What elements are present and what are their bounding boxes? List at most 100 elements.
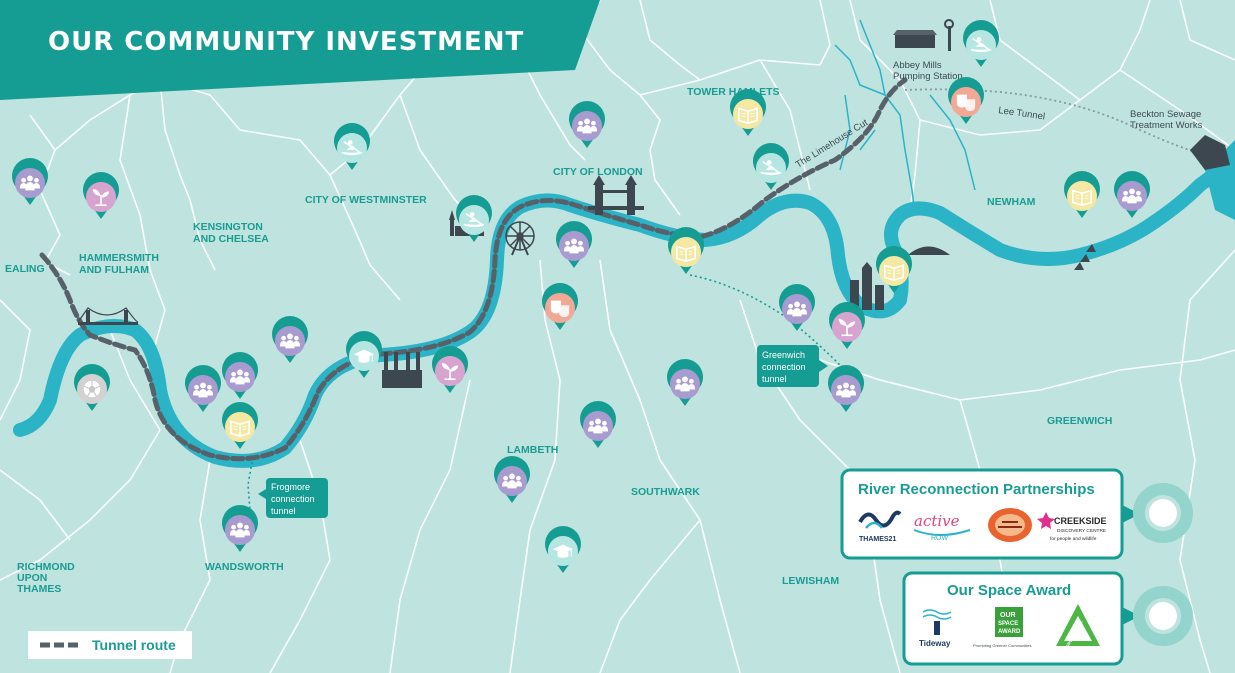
- map-pin[interactable]: [432, 346, 468, 393]
- map-pin[interactable]: [829, 302, 865, 349]
- svg-text:connection: connection: [762, 362, 806, 372]
- map-pin[interactable]: [876, 246, 912, 293]
- lee-tunnel-route: [904, 88, 1206, 156]
- map-pin[interactable]: [730, 89, 766, 136]
- map-pin[interactable]: [346, 331, 382, 378]
- active-row-logo: active ROW: [913, 512, 971, 542]
- borough-hammersmith-line1: HAMMERSMITH: [79, 252, 159, 264]
- creekside-logo: CREEKSIDE DISCOVERY CENTRE for people an…: [1037, 512, 1107, 542]
- borough-tower-hamlets: TOWER HAMLETS: [687, 86, 780, 98]
- borough-hammersmith-line2: AND FULHAM: [79, 264, 149, 276]
- borough-newham: NEWHAM: [987, 196, 1036, 208]
- river-lee: [834, 19, 976, 216]
- borough-westminster: CITY OF WESTMINSTER: [305, 194, 427, 206]
- map-pin[interactable]: [828, 365, 864, 412]
- svg-text:Greenwich: Greenwich: [762, 350, 805, 360]
- frogmore-connection-callout: Frogmore connection tunnel: [258, 478, 328, 518]
- thames-barrier-icon: [1074, 244, 1096, 270]
- svg-text:AWARD: AWARD: [998, 629, 1021, 635]
- map-pin[interactable]: [456, 195, 492, 242]
- map-pin[interactable]: [556, 221, 592, 268]
- river-reconnection-panel: River Reconnection Partnerships THAMES21…: [840, 468, 1193, 560]
- map-pin[interactable]: [948, 77, 984, 124]
- beckton-works-icon: [1190, 135, 1230, 170]
- svg-text:active: active: [914, 512, 960, 530]
- map-pin[interactable]: [222, 505, 258, 552]
- map-pin[interactable]: [963, 20, 999, 67]
- svg-text:Promoting Greener Communities: Promoting Greener Communities: [973, 643, 1031, 648]
- frogmore-connection-tunnel-line: [247, 461, 253, 511]
- svg-text:Tideway: Tideway: [919, 639, 951, 648]
- abbey-mills-line2: Pumping Station: [893, 71, 963, 82]
- greenwich-connection-callout: Greenwich connection tunnel: [757, 345, 828, 387]
- our-space-award-panel: Our Space Award Tideway OUR SPACE AWARD …: [902, 571, 1193, 666]
- map-pin[interactable]: [74, 364, 110, 411]
- legend: Tunnel route: [28, 631, 192, 659]
- thames21-logo: THAMES21: [858, 510, 902, 543]
- map-pin[interactable]: [494, 456, 530, 503]
- svg-text:SPACE: SPACE: [998, 621, 1018, 627]
- football-icon: [83, 380, 101, 398]
- map-pin[interactable]: [12, 158, 48, 205]
- borough-city-of-london: CITY OF LONDON: [553, 166, 643, 178]
- tunnel-route: [39, 77, 908, 462]
- borough-lambeth: LAMBETH: [507, 444, 558, 456]
- beckton-line2: Treatment Works: [1130, 120, 1203, 131]
- svg-text:connection: connection: [271, 494, 315, 504]
- tower-bridge-icon: [588, 175, 644, 215]
- legend-tunnel-route: Tunnel route: [92, 637, 176, 653]
- canary-wharf-icon: [850, 262, 884, 310]
- borough-labels: EALING HAMMERSMITH AND FULHAM KENSINGTON…: [5, 86, 1112, 595]
- svg-text:for people and wildlife: for people and wildlife: [1050, 536, 1097, 542]
- borough-richmond-line3: THAMES: [17, 583, 61, 595]
- borough-greenwich: GREENWICH: [1047, 415, 1112, 427]
- map-pin[interactable]: [1114, 171, 1150, 218]
- map-pin[interactable]: [222, 402, 258, 449]
- svg-text:OUR: OUR: [1000, 612, 1016, 619]
- page-title: OUR COMMUNITY INVESTMENT: [48, 27, 524, 57]
- borough-richmond-line2: UPON: [17, 572, 47, 584]
- svg-text:ROW: ROW: [931, 535, 949, 542]
- borough-kensington-line2: AND CHELSEA: [193, 233, 269, 245]
- space-panel-title: Our Space Award: [947, 582, 1071, 599]
- map-pin[interactable]: [580, 401, 616, 448]
- o2-arena-icon: [908, 246, 950, 255]
- borough-ealing: EALING: [5, 263, 45, 275]
- svg-text:tunnel: tunnel: [271, 506, 296, 516]
- borough-southwark: SOUTHWARK: [631, 486, 700, 498]
- map-pin[interactable]: [1064, 171, 1100, 218]
- borough-wandsworth: WANDSWORTH: [205, 561, 284, 573]
- map-pin[interactable]: [668, 227, 704, 274]
- map-pin[interactable]: [667, 359, 703, 406]
- beckton-line1: Beckton Sewage: [1130, 109, 1201, 120]
- title-banner: [0, 0, 600, 100]
- our-space-award-logo: OUR SPACE AWARD Promoting Greener Commun…: [973, 607, 1031, 648]
- svg-text:Frogmore: Frogmore: [271, 482, 310, 492]
- community-rowing-badge-icon: [988, 508, 1032, 542]
- groundwork-logo: GROUNDWORK: [1056, 604, 1100, 649]
- borough-kensington-line1: KENSINGTON: [193, 221, 263, 233]
- map-pin[interactable]: [83, 172, 119, 219]
- abbey-mills-line1: Abbey Mills: [893, 60, 942, 71]
- hammersmith-bridge-icon: [77, 307, 139, 325]
- map-pin[interactable]: [545, 526, 581, 573]
- svg-text:THAMES21: THAMES21: [859, 536, 896, 543]
- borough-lewisham: LEWISHAM: [782, 575, 839, 587]
- tideway-logo: Tideway: [919, 609, 952, 648]
- svg-text:CREEKSIDE: CREEKSIDE: [1054, 516, 1107, 526]
- olympic-stadium-icon: [893, 19, 954, 51]
- battersea-power-station-icon: [382, 352, 422, 388]
- svg-text:tunnel: tunnel: [762, 374, 787, 384]
- map-pin[interactable]: [185, 365, 221, 412]
- map-pin[interactable]: [542, 283, 578, 330]
- svg-text:DISCOVERY CENTRE: DISCOVERY CENTRE: [1057, 528, 1106, 534]
- map-pin[interactable]: [272, 316, 308, 363]
- borough-richmond-line1: RICHMOND: [17, 561, 75, 573]
- map-pin[interactable]: [779, 284, 815, 331]
- map-pin[interactable]: [334, 123, 370, 170]
- map-pin[interactable]: [569, 101, 605, 148]
- map-pin[interactable]: [753, 143, 789, 190]
- map-pin[interactable]: [222, 352, 258, 399]
